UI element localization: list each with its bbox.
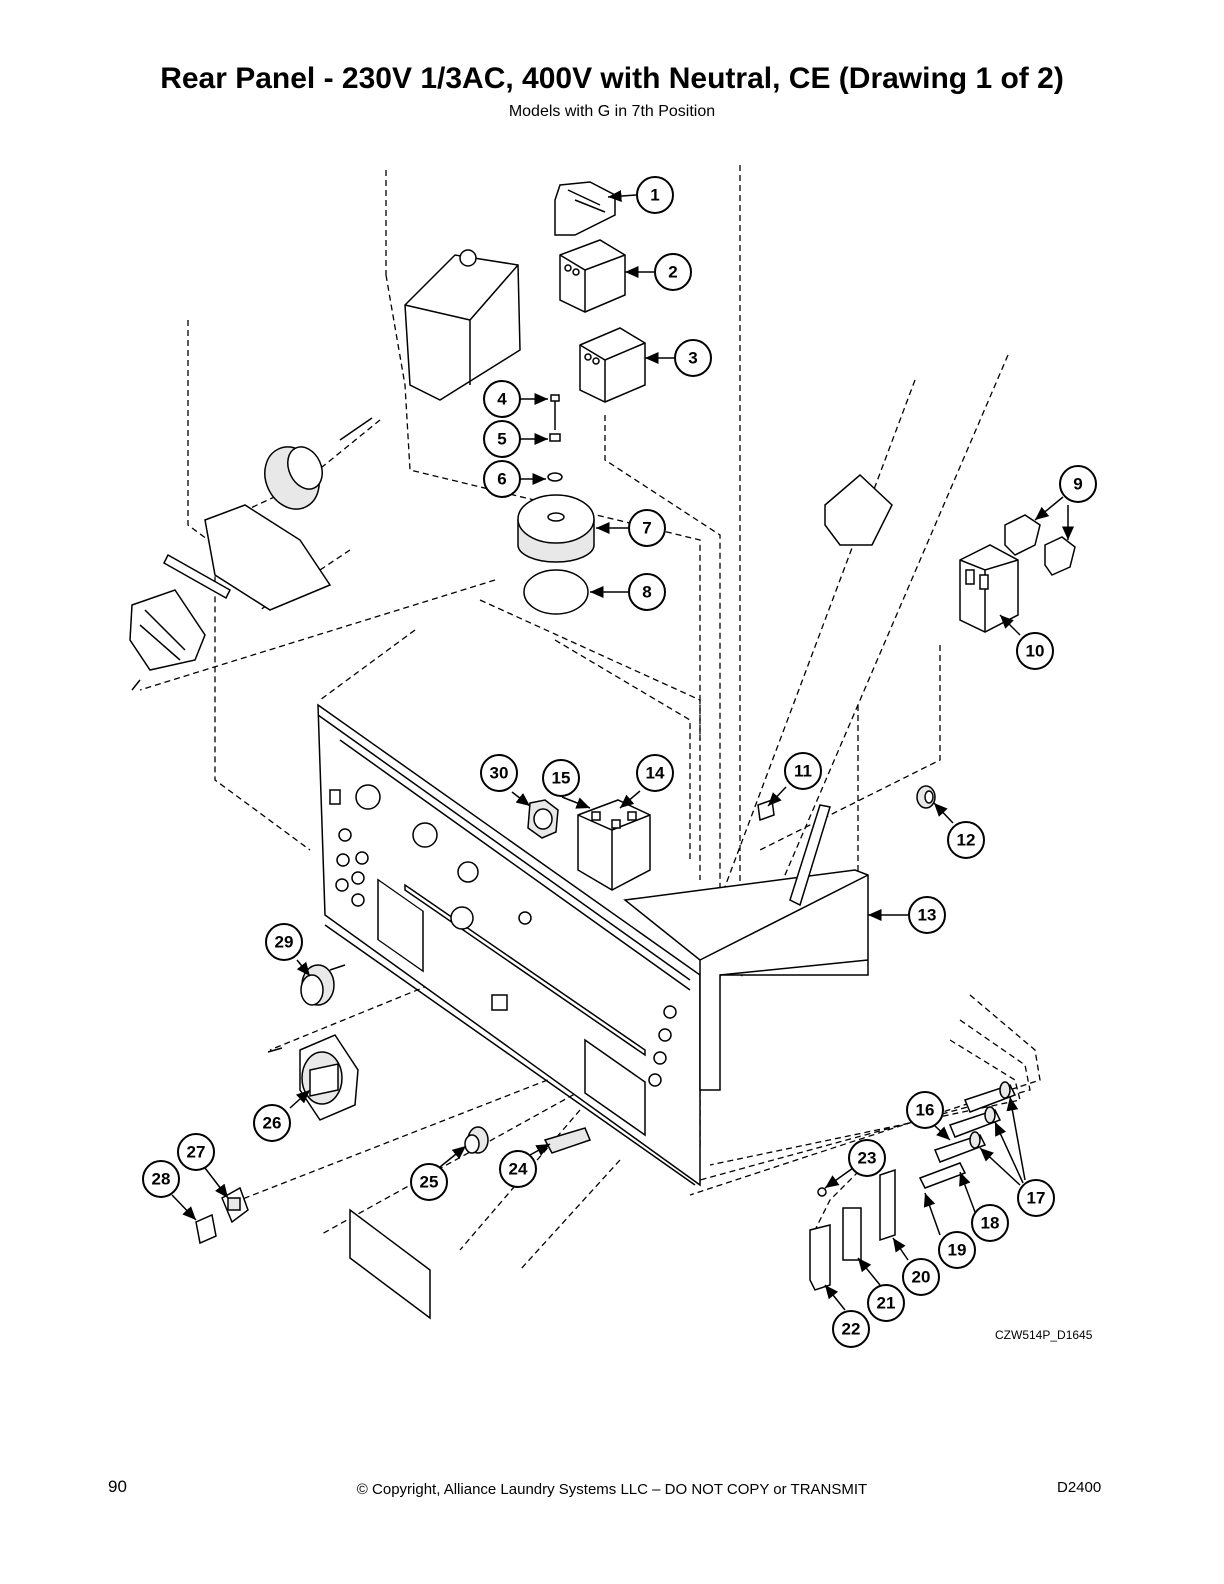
svg-text:5: 5 <box>497 430 506 449</box>
drawing-code: CZW514P_D1645 <box>995 1328 1093 1342</box>
callout-18: 18 <box>971 1204 1009 1242</box>
fan-bracket <box>824 473 893 546</box>
part-23-screw <box>817 1187 827 1197</box>
svg-text:2: 2 <box>668 263 677 282</box>
callout-15: 15 <box>542 759 580 797</box>
callout-26: 26 <box>253 1104 291 1142</box>
callout-20: 20 <box>902 1258 940 1296</box>
document-id: D2400 <box>1057 1479 1102 1496</box>
callout-30: 30 <box>480 754 518 792</box>
svg-text:13: 13 <box>918 906 937 925</box>
side-bracket <box>623 804 869 1091</box>
callout-12: 12 <box>947 821 985 859</box>
svg-text:4: 4 <box>497 390 507 409</box>
callout-24: 24 <box>499 1150 537 1188</box>
parts-16-19-fuses <box>918 1081 1017 1189</box>
callout-17: 17 <box>1017 1179 1055 1217</box>
svg-text:9: 9 <box>1073 475 1082 494</box>
callout-23: 23 <box>848 1139 886 1177</box>
part-28-cover <box>195 1213 217 1245</box>
callout-21: 21 <box>867 1284 905 1322</box>
svg-text:24: 24 <box>509 1160 528 1179</box>
callout-10: 10 <box>1016 632 1054 670</box>
callout-7: 7 <box>628 509 666 547</box>
bottom-cover-plate <box>349 1208 431 1320</box>
callout-25: 25 <box>410 1163 448 1201</box>
part-1-relay-base <box>554 181 616 236</box>
callout-28: 28 <box>142 1160 180 1198</box>
part-14-contactor <box>577 799 651 891</box>
callout-19: 19 <box>938 1231 976 1269</box>
svg-text:27: 27 <box>187 1143 206 1162</box>
callout-3: 3 <box>674 339 712 377</box>
part-12-bushing <box>916 785 936 809</box>
svg-text:16: 16 <box>916 1101 935 1120</box>
svg-text:26: 26 <box>263 1114 282 1133</box>
leader-arrows <box>171 190 1074 1311</box>
page-title: Rear Panel - 230V 1/3AC, 400V with Neutr… <box>160 62 1064 95</box>
callout-27: 27 <box>177 1133 215 1171</box>
callout-29: 29 <box>265 923 303 961</box>
timer-box <box>404 249 521 401</box>
part-26-rotary-switch <box>267 1034 359 1121</box>
part-20-fuse-block <box>879 1168 896 1242</box>
callout-1: 1 <box>636 176 674 214</box>
page-number: 90 <box>108 1477 127 1496</box>
svg-text:10: 10 <box>1026 642 1045 661</box>
svg-text:14: 14 <box>646 764 665 783</box>
part-22-bracket <box>809 1224 831 1291</box>
svg-text:6: 6 <box>497 470 506 489</box>
parts-4-5-6-hardware <box>547 394 563 482</box>
part-30-locknut <box>527 799 559 839</box>
svg-text:22: 22 <box>842 1320 861 1339</box>
callout-9: 9 <box>1059 465 1097 503</box>
svg-text:7: 7 <box>642 519 651 538</box>
callout-13: 13 <box>908 896 946 934</box>
callout-11: 11 <box>784 752 822 790</box>
svg-text:19: 19 <box>948 1241 967 1260</box>
rear-panel-plate <box>317 703 701 1187</box>
svg-text:25: 25 <box>420 1173 439 1192</box>
svg-text:8: 8 <box>642 583 651 602</box>
svg-text:23: 23 <box>858 1149 877 1168</box>
callout-2: 2 <box>654 253 692 291</box>
part-3-contactor <box>579 327 646 403</box>
svg-text:28: 28 <box>152 1170 171 1189</box>
left-motor-assembly <box>129 417 373 691</box>
part-21-cover <box>842 1207 862 1261</box>
callout-14: 14 <box>636 754 674 792</box>
part-7-toroid <box>517 494 595 563</box>
svg-text:21: 21 <box>877 1294 896 1313</box>
part-8-pad <box>523 569 589 615</box>
part-27-switch <box>221 1186 249 1224</box>
callout-8: 8 <box>628 573 666 611</box>
callouts: 1 2 3 4 5 6 7 8 9 10 11 12 13 14 15 16 1… <box>142 176 1097 1348</box>
svg-text:3: 3 <box>688 349 697 368</box>
svg-text:20: 20 <box>912 1268 931 1287</box>
svg-text:1: 1 <box>650 186 659 205</box>
svg-text:29: 29 <box>275 933 294 952</box>
part-25-fitting <box>464 1126 489 1154</box>
part-29-strain-relief <box>300 964 346 1006</box>
callout-5: 5 <box>483 420 521 458</box>
part-9-aux-contacts <box>1004 514 1076 576</box>
part-2-contactor <box>559 239 626 313</box>
part-10-circuit-breaker <box>959 544 1019 633</box>
svg-text:11: 11 <box>794 762 812 781</box>
callout-4: 4 <box>483 380 521 418</box>
svg-text:15: 15 <box>552 769 571 788</box>
svg-text:17: 17 <box>1027 1189 1046 1208</box>
svg-text:18: 18 <box>981 1214 1000 1233</box>
callout-16: 16 <box>906 1091 944 1129</box>
callout-6: 6 <box>483 460 521 498</box>
part-24-label <box>543 1127 592 1154</box>
svg-text:30: 30 <box>490 764 509 783</box>
callout-22: 22 <box>832 1310 870 1348</box>
copyright-notice: © Copyright, Alliance Laundry Systems LL… <box>356 1481 868 1498</box>
svg-text:12: 12 <box>957 831 976 850</box>
page-subtitle: Models with G in 7th Position <box>508 103 716 120</box>
